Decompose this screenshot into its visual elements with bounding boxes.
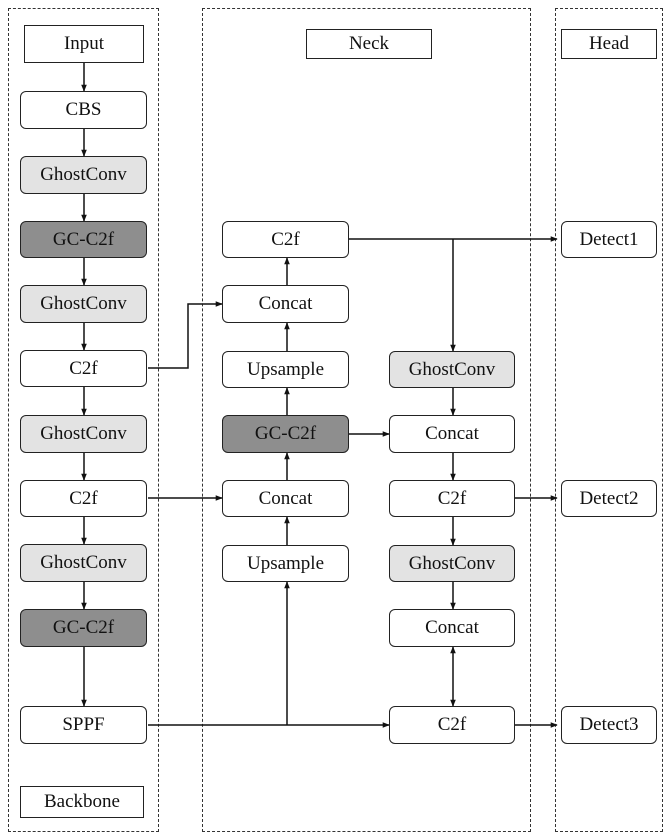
- neck-upsample-bottom: Upsample: [222, 545, 349, 582]
- backbone-gc-c2f-1: GC-C2f: [20, 221, 147, 258]
- backbone-sppf: SPPF: [20, 706, 147, 744]
- neck-label: Neck: [306, 29, 432, 59]
- neck-concat-right-2: Concat: [389, 609, 515, 647]
- neck-concat-mid: Concat: [222, 480, 349, 517]
- neck-c2f-right-2: C2f: [389, 706, 515, 744]
- neck-c2f-right-1: C2f: [389, 480, 515, 517]
- backbone-gc-c2f-2: GC-C2f: [20, 609, 147, 647]
- neck-c2f-top: C2f: [222, 221, 349, 258]
- input-label: Input: [24, 25, 144, 63]
- head-detect3: Detect3: [561, 706, 657, 744]
- backbone-ghostconv-1: GhostConv: [20, 156, 147, 194]
- neck-ghostconv-1: GhostConv: [389, 351, 515, 388]
- backbone-label: Backbone: [20, 786, 144, 818]
- backbone-cbs: CBS: [20, 91, 147, 129]
- backbone-c2f-2: C2f: [20, 480, 147, 517]
- neck-upsample-top: Upsample: [222, 351, 349, 388]
- head-label: Head: [561, 29, 657, 59]
- backbone-ghostconv-3: GhostConv: [20, 415, 147, 453]
- neck-ghostconv-2: GhostConv: [389, 545, 515, 582]
- backbone-c2f-1: C2f: [20, 350, 147, 387]
- backbone-ghostconv-4: GhostConv: [20, 544, 147, 582]
- head-detect2: Detect2: [561, 480, 657, 517]
- backbone-panel: [8, 8, 159, 832]
- neck-panel: [202, 8, 531, 832]
- neck-concat-right-1: Concat: [389, 415, 515, 453]
- neck-gc-c2f: GC-C2f: [222, 415, 349, 453]
- backbone-ghostconv-2: GhostConv: [20, 285, 147, 323]
- head-detect1: Detect1: [561, 221, 657, 258]
- head-panel: [555, 8, 663, 832]
- neck-concat-top: Concat: [222, 285, 349, 323]
- arrow-c2f-to-concat-top: [148, 301, 223, 369]
